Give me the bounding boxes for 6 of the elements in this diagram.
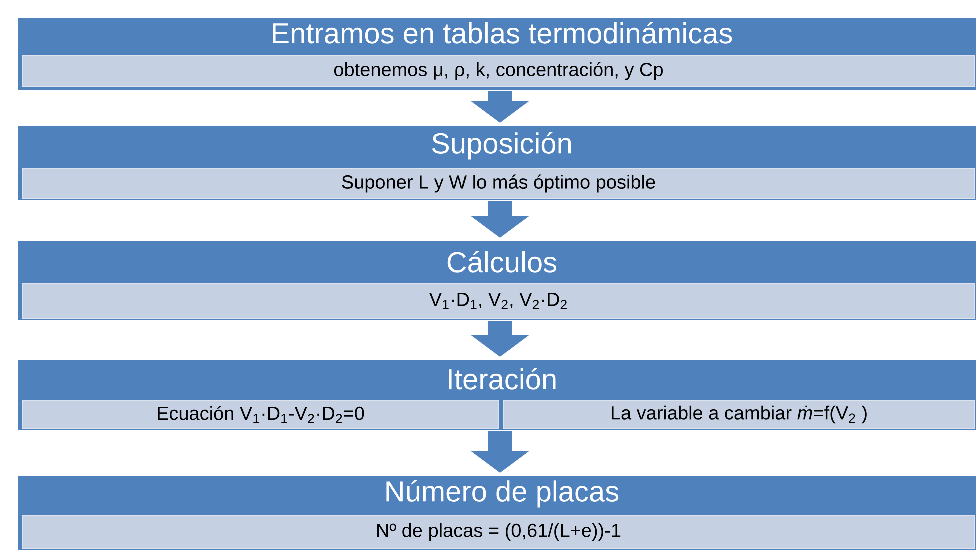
content-box: obtenemos μ, ρ, k, concentración, y Cp [22,55,976,88]
content-box: La variable a cambiar ṁ=f(V$_{2}$ ) [503,400,976,430]
content-box: Suponer L y W lo más óptimo posible [22,168,976,200]
content-box: V$_{1}$·D$_{1}$, V$_{2}$, V$_{2}$·D$_{2}$ [22,283,976,320]
content-box: Ecuación V$_{1}$·D$_{1}$-V$_{2}$·D$_{2}$=0 [22,400,500,430]
content-box: Nº de placas = (0,61/(L+e))-1 [22,515,976,550]
